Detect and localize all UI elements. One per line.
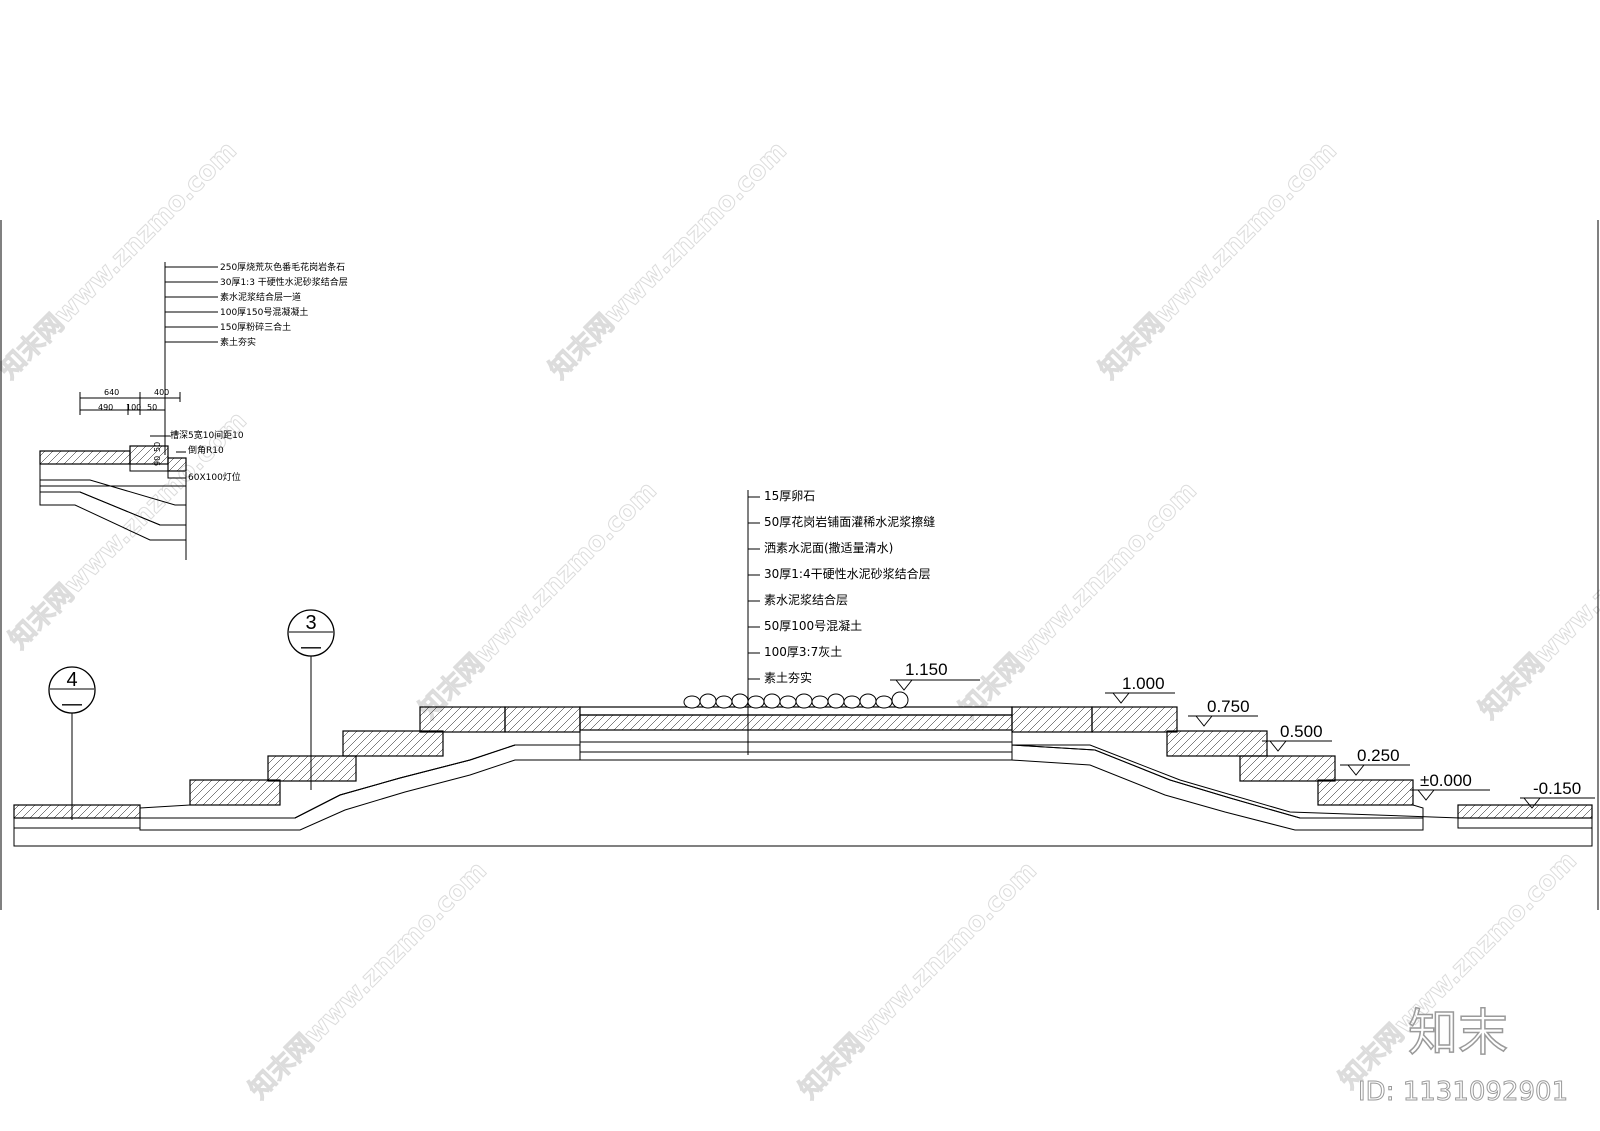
detail-bubble-3: 3 — (287, 609, 335, 790)
detail-bubble-4: 4 — (48, 666, 96, 820)
step-block (1011, 706, 1093, 733)
note-ticks (748, 496, 760, 680)
dim-label: 400 (154, 388, 169, 397)
detail-callout: 槽深5宽10间距10 (170, 429, 244, 441)
elevation-mark: 0.500 (1262, 722, 1332, 752)
step-block (419, 706, 506, 733)
elevation-label: 0.500 (1280, 722, 1323, 741)
elevation-label: 1.150 (905, 660, 948, 679)
watermark-text: 知末网www.znzmo.com (794, 856, 1043, 1105)
ground-paving-right (1457, 804, 1593, 819)
elevation-label: 1.000 (1122, 674, 1165, 693)
layer-note: 50厚100号混凝土 (764, 618, 862, 633)
pebbles (683, 691, 909, 709)
step-block (1317, 779, 1414, 806)
elevation-marks: 1.150 1.000 0.750 0.500 0.250 ±0.000 (890, 660, 1595, 809)
elevation-mark: -0.150 (1520, 779, 1595, 809)
step-block (1091, 706, 1178, 733)
dim-label: 640 (104, 388, 119, 397)
elevation-mark: 0.750 (1188, 697, 1258, 727)
center-paving (579, 714, 1013, 731)
ground-base-left (13, 817, 141, 829)
ground-paving-left (13, 804, 141, 819)
detail-note: 250厚烧荒灰色番毛花岗岩条石 (220, 261, 345, 273)
detail-callout: 60X100灯位 (188, 471, 241, 483)
watermark-text: 知末网www.znzmo.com (244, 856, 493, 1105)
ground-base-right (1457, 817, 1593, 829)
step-block (504, 706, 581, 733)
layer-notes: 15厚卵石 50厚花岗岩铺面灌稀水泥浆擦缝 洒素水泥面(撒适量清水) 30厚1:… (747, 489, 935, 755)
elevation-label: ±0.000 (1420, 771, 1472, 790)
sand-layer-right (1011, 744, 1424, 831)
layer-note: 洒素水泥面(撒适量清水) (764, 540, 893, 555)
center-paving-top (579, 706, 1013, 716)
step-block (189, 779, 281, 806)
elevation-mark: ±0.000 (1410, 771, 1490, 801)
step-block (1239, 755, 1336, 782)
layer-note: 15厚卵石 (764, 489, 815, 503)
elevation-mark: 1.150 (890, 660, 980, 691)
elevation-label: -0.150 (1533, 779, 1581, 798)
detail-note: 100厚150号混凝凝土 (220, 306, 308, 318)
center-concrete (579, 729, 1013, 743)
elevation-label: 0.750 (1207, 697, 1250, 716)
elevation-label: 0.250 (1357, 746, 1400, 765)
dim-label: 490 (98, 403, 113, 412)
bubble-sub: — (301, 636, 321, 658)
center-base (579, 741, 1013, 753)
dim-label: 50 (147, 403, 157, 412)
step-block (1166, 730, 1268, 757)
main-section (13, 691, 1593, 847)
image-id: ID: 1131092901 (1358, 1077, 1568, 1107)
detail-note: 150厚粉碎三合土 (220, 321, 291, 333)
bubble-sub: — (62, 693, 82, 715)
watermark-text: 知末网www.znzmo.com (1474, 476, 1600, 725)
watermark-text: 知末网www.znzmo.com (0, 136, 243, 385)
layer-note: 50厚花岗岩铺面灌稀水泥浆擦缝 (764, 514, 935, 529)
layer-note: 素土夯实 (764, 670, 812, 685)
bubble-number: 4 (66, 669, 77, 691)
dim-label: 100 (126, 403, 141, 412)
brand-logo: 知末 (1408, 1004, 1508, 1062)
layer-note: 30厚1:4干硬性水泥砂浆结合层 (764, 566, 931, 581)
detail-note: 素土夯实 (220, 336, 256, 348)
step-block (342, 730, 444, 757)
detail-note-ticks (165, 266, 218, 343)
watermark-text: 知末网www.znzmo.com (1094, 136, 1343, 385)
elevation-mark: 1.000 (1105, 674, 1175, 704)
bubble-number: 3 (305, 612, 316, 634)
watermark-text: 知末网www.znzmo.com (954, 476, 1203, 725)
sand-layer-left (139, 744, 581, 831)
elevation-mark: 0.250 (1340, 746, 1410, 776)
detail-section (39, 435, 187, 541)
layer-note: 100厚3:7灰土 (764, 645, 842, 659)
detail-note: 素水泥浆结合层一道 (220, 291, 301, 303)
layer-note: 素水泥浆结合层 (764, 592, 848, 607)
watermark-text: 知末网www.znzmo.com (544, 136, 793, 385)
detail-note: 30厚1:3 干硬性水泥砂浆结合层 (220, 276, 348, 288)
detail-callout: 倒角R10 (188, 444, 224, 456)
step-block (267, 755, 357, 782)
step-detail: 250厚烧荒灰色番毛花岗岩条石 30厚1:3 干硬性水泥砂浆结合层 素水泥浆结合… (39, 261, 348, 560)
watermark-text: 知末网www.znzmo.com (414, 476, 663, 725)
